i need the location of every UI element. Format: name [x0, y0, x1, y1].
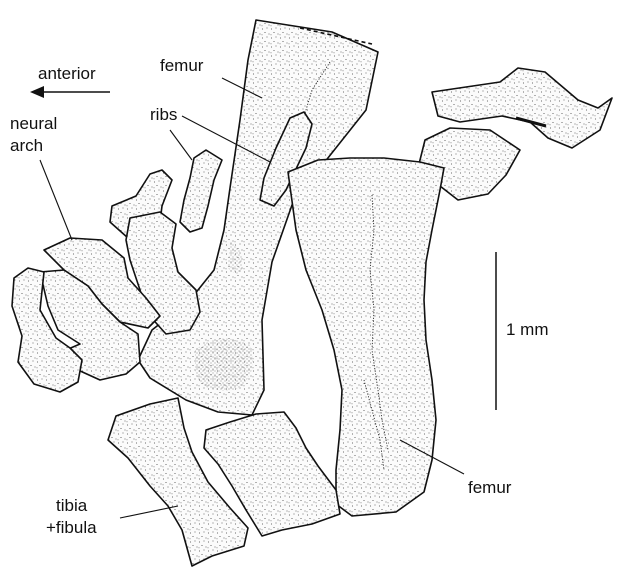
leader-ribs-1: [170, 130, 192, 160]
anterior-arrow: [30, 86, 110, 98]
label-femur-top: femur: [160, 56, 203, 76]
label-tibia-1: tibia: [56, 496, 87, 516]
label-neural-arch-1: neural: [10, 114, 57, 134]
label-tibia-2: +fibula: [46, 518, 97, 538]
caudal-fragments: [418, 68, 612, 200]
leader-tibia: [120, 506, 178, 518]
label-ribs: ribs: [150, 105, 177, 125]
tibia-fibula-bones: [108, 398, 340, 566]
label-scale: 1 mm: [506, 320, 549, 340]
leader-neural-arch: [40, 160, 72, 240]
label-femur-bottom: femur: [468, 478, 511, 498]
label-anterior: anterior: [38, 64, 96, 84]
label-neural-arch-2: arch: [10, 136, 43, 156]
